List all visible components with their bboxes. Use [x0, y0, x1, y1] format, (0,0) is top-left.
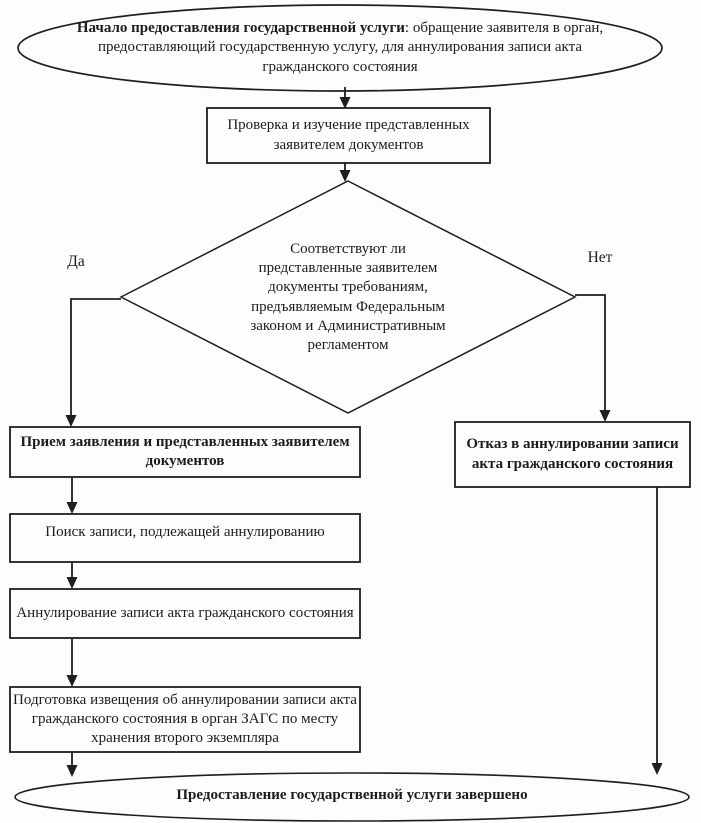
- arrow-decision-no-elbow: [575, 294, 611, 422]
- annul-box-shape: [9, 588, 361, 639]
- start-node-label-rest: : обращение заявителя в орган, предостав…: [97, 20, 604, 75]
- check-docs-box-shape: [206, 107, 491, 164]
- arrow-notice-to-end: [66, 752, 78, 777]
- arrow-decision-yes-elbow: [65, 298, 121, 427]
- branch-yes-label: Да: [67, 253, 85, 271]
- branch-no-label: Нет: [587, 249, 613, 267]
- annul-label: Аннулирование записи акта гражданского с…: [16, 604, 354, 621]
- arrow-accept-to-search: [66, 477, 78, 514]
- start-node-label-bold: Начало предоставления государственной ус…: [76, 20, 405, 37]
- search-box-shape: [9, 513, 361, 563]
- end-ellipse-shape: [14, 772, 690, 822]
- notice-box-shape: [9, 686, 361, 753]
- refuse-box-shape: [454, 421, 691, 488]
- start-node-label: Начало предоставления государственной ус…: [58, 8, 622, 88]
- check-docs-label: Проверка и изучение представленных заяви…: [227, 117, 470, 153]
- decision-diamond-shape: [119, 180, 577, 414]
- start-ellipse-shape: [17, 4, 663, 92]
- arrow-check-to-decision: [339, 163, 351, 182]
- search-label: Поиск записи, подлежащей аннулированию: [45, 524, 325, 541]
- refuse-label: Отказ в аннулировании записи акта гражда…: [466, 436, 679, 472]
- notice-label: Подготовка извещения об аннулировании за…: [13, 691, 357, 747]
- arrow-annul-to-notice: [66, 638, 78, 687]
- accept-box-shape: [9, 426, 361, 478]
- arrow-search-to-annul: [66, 562, 78, 589]
- accept-label: Прием заявления и представленных заявите…: [20, 433, 350, 469]
- arrow-start-to-check: [339, 87, 351, 109]
- arrow-refuse-to-end: [651, 487, 663, 775]
- end-node-label: Предоставление государственной услуги за…: [176, 787, 528, 804]
- decision-label: Соответствуют ли представленные заявител…: [250, 240, 446, 353]
